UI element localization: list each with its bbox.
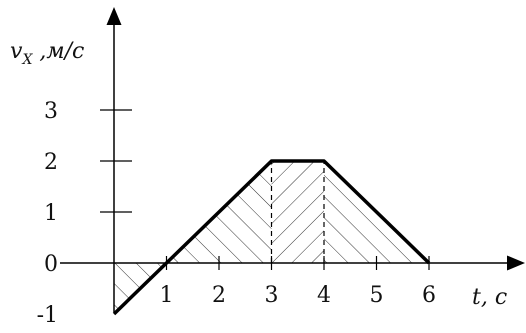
x-tick-label-5: 5 xyxy=(370,283,384,308)
x-tick-label-4: 4 xyxy=(317,283,331,308)
velocity-line xyxy=(112,159,431,316)
x-tick-label-2: 2 xyxy=(212,283,226,308)
y-axis-label: vX ,м/с xyxy=(10,39,84,68)
x-tick-label-3: 3 xyxy=(265,283,279,308)
x-ticks: 1 2 3 4 5 6 xyxy=(160,256,436,308)
y-tick-label-1: 1 xyxy=(44,201,58,226)
x-tick-label-6: 6 xyxy=(422,283,436,308)
y-ticks: -1 0 1 2 3 xyxy=(37,99,132,328)
y-tick-label--1: -1 xyxy=(37,303,58,328)
y-tick-label-0: 0 xyxy=(44,252,58,277)
y-tick-label-2: 2 xyxy=(44,150,58,175)
y-tick-label-3: 3 xyxy=(44,99,58,124)
x-axis-label: t, с xyxy=(472,285,507,310)
x-tick-label-1: 1 xyxy=(160,283,174,308)
dashed-guides xyxy=(270,161,325,263)
shaded-region-3 xyxy=(271,161,324,263)
